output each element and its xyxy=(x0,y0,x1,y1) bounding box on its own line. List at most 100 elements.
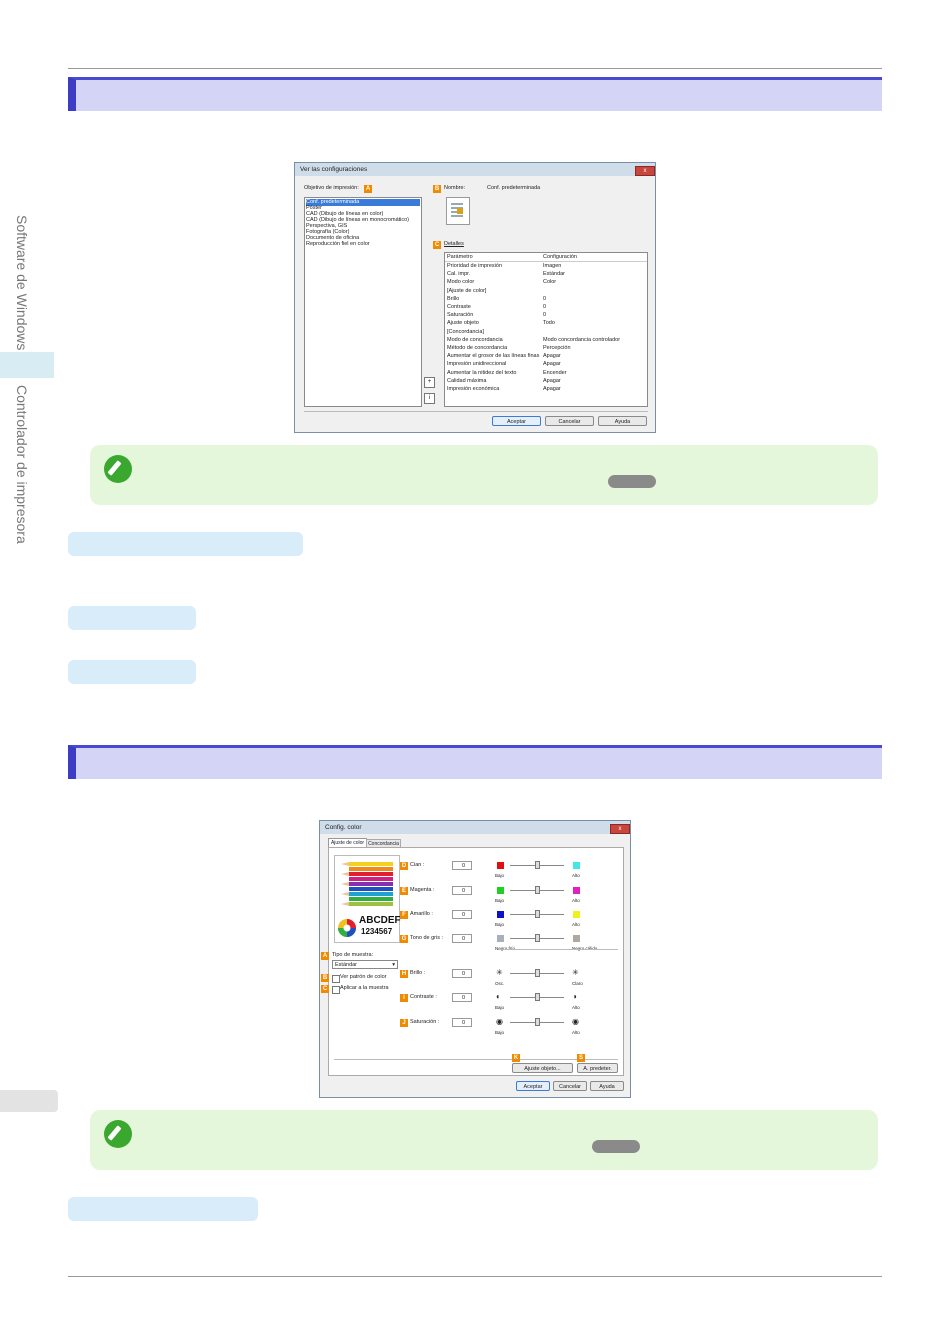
config-cell: Percepción xyxy=(543,345,571,351)
bottom-rule xyxy=(68,1276,882,1277)
sidebar-tab-highlight xyxy=(0,352,54,378)
slider-handle[interactable] xyxy=(535,1018,540,1026)
slider-low-label: Bajo xyxy=(495,1005,505,1010)
cancel-button[interactable]: Cancelar xyxy=(545,416,594,426)
config-cell: Apagar xyxy=(543,386,561,392)
list-item[interactable]: Reproducción fiel en color xyxy=(306,241,370,247)
slider-value-input[interactable]: 0 xyxy=(452,861,472,870)
defaults-button[interactable]: A. predeter. xyxy=(577,1063,618,1073)
help-button[interactable]: Ayuda xyxy=(598,416,647,426)
param-cell: Ajuste objeto xyxy=(447,320,479,327)
param-cell: Modo de concordancia xyxy=(447,336,503,343)
add-target-icon[interactable]: + xyxy=(424,377,435,388)
param-cell: Brillo xyxy=(447,295,460,302)
config-cell: Estándar xyxy=(543,271,566,278)
param-cell: Aumentar la nitidez del texto xyxy=(447,369,517,376)
slider-handle[interactable] xyxy=(535,886,540,894)
details-label: Detalles xyxy=(444,241,464,247)
param-cell: Impresión unidireccional xyxy=(447,361,507,368)
badge-i: I xyxy=(400,994,408,1002)
sidebar-page-tab xyxy=(0,1090,58,1112)
cancel-button[interactable]: Cancelar xyxy=(553,1081,587,1091)
slider-value-input[interactable]: 0 xyxy=(452,910,472,919)
slider-handle[interactable] xyxy=(535,993,540,1001)
slider-low-label: Bajo xyxy=(495,898,505,903)
param-cell: Impresión económica xyxy=(447,386,500,392)
subsection-pill-2 xyxy=(68,606,196,630)
dialog-title: Ver las configuraciones xyxy=(295,163,655,176)
low-color-swatch xyxy=(497,935,504,942)
show-pattern-label: Ver patrón de color xyxy=(340,974,387,980)
name-label: Nombre: xyxy=(444,185,466,191)
badge-f: F xyxy=(400,911,408,919)
pencil-icon xyxy=(104,1120,132,1148)
slider-low-label: Bajo xyxy=(495,873,505,878)
sample-type-select[interactable]: Estándar ▾ xyxy=(332,960,398,969)
badge-d: D xyxy=(400,862,408,870)
close-button[interactable]: x xyxy=(610,824,630,834)
param-cell: [Ajuste de color] xyxy=(447,287,487,294)
badge-k: K xyxy=(512,1054,520,1062)
slider-value-input[interactable]: 0 xyxy=(452,934,472,943)
slider-handle[interactable] xyxy=(535,934,540,942)
low-color-swatch xyxy=(497,911,504,918)
table-row: [Ajuste de color] xyxy=(445,288,647,296)
sample-number: 1234567 xyxy=(361,927,393,936)
slider-handle[interactable] xyxy=(535,910,540,918)
slider-low-label: Bajo xyxy=(495,922,505,927)
high-color-swatch xyxy=(573,911,580,918)
param-cell: Método de concordancia xyxy=(447,345,508,351)
list-item[interactable]: CAD (Dibujo de líneas en monocromático) xyxy=(306,217,410,223)
column-header-param: Parámetro xyxy=(447,254,473,260)
badge-e: E xyxy=(400,887,408,895)
slider-handle[interactable] xyxy=(535,969,540,977)
reference-link-button[interactable] xyxy=(592,1140,640,1153)
section-heading-bar-1 xyxy=(68,77,882,111)
info-icon[interactable]: i xyxy=(424,393,435,404)
print-target-list[interactable]: Conf. predeterminada Póster CAD (Dibujo … xyxy=(304,197,422,407)
sidebar-chapter-label: Controlador de impresora xyxy=(14,385,30,544)
adjust-object-button[interactable]: Ajuste objeto... xyxy=(512,1063,573,1073)
param-cell: Aumentar el grosor de las líneas finas xyxy=(447,353,540,360)
accept-button[interactable]: Aceptar xyxy=(516,1081,550,1091)
slider-high-label: Alto xyxy=(572,1005,580,1010)
close-button[interactable]: x xyxy=(635,166,655,176)
apply-sample-checkbox[interactable] xyxy=(332,986,340,994)
list-item[interactable]: Conf. predeterminada xyxy=(306,199,420,206)
view-settings-dialog: Ver las configuraciones x Objetivo de im… xyxy=(294,162,656,433)
tab-matching[interactable]: Concordancia xyxy=(366,839,401,848)
apply-sample-label: Aplicar a la muestra xyxy=(340,985,389,991)
list-item[interactable]: Póster xyxy=(306,205,322,211)
low-color-swatch xyxy=(497,862,504,869)
table-header: Parámetro Configuración xyxy=(445,253,647,262)
show-pattern-checkbox[interactable] xyxy=(332,975,340,983)
badge-h: H xyxy=(400,970,408,978)
list-item[interactable]: Perspectiva, GIS xyxy=(306,223,348,229)
slider-value-input[interactable]: 0 xyxy=(452,1018,472,1027)
pencils-illustration xyxy=(338,862,393,937)
slider-value-input[interactable]: 0 xyxy=(452,993,472,1002)
reference-link-button[interactable] xyxy=(608,475,656,488)
param-cell: Saturación xyxy=(447,312,474,319)
list-item[interactable]: Documento de oficina xyxy=(306,235,360,241)
sample-text: ABCDEF xyxy=(359,915,401,926)
help-button[interactable]: Ayuda xyxy=(590,1081,624,1091)
slider-high-label: Alto xyxy=(572,898,580,903)
list-item[interactable]: CAD (Dibujo de líneas en color) xyxy=(306,211,384,217)
param-cell: Cal. impr. xyxy=(447,271,471,278)
note-box-2 xyxy=(90,1110,878,1170)
list-item[interactable]: Fotografía (Color) xyxy=(306,229,350,235)
slider-handle[interactable] xyxy=(535,861,540,869)
config-cell: Apagar xyxy=(543,377,561,384)
slider-value-input[interactable]: 0 xyxy=(452,886,472,895)
low-indicator-icon: ◐ xyxy=(496,992,501,1001)
badge-c: C xyxy=(321,985,329,993)
slider-value-input[interactable]: 0 xyxy=(452,969,472,978)
accept-button[interactable]: Aceptar xyxy=(492,416,541,426)
